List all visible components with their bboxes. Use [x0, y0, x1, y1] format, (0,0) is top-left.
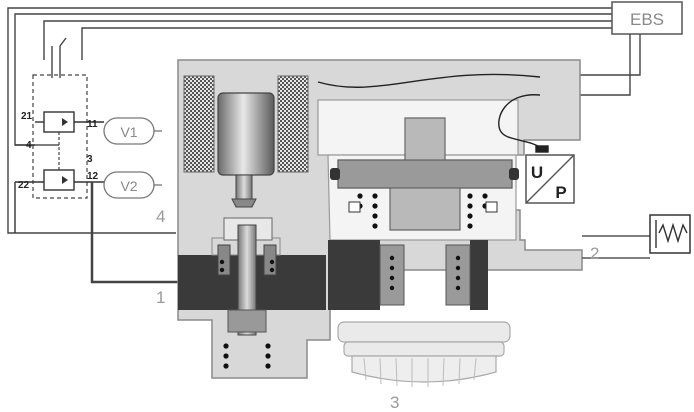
port-labels: 4 1 2 3 [156, 207, 599, 412]
ebs-label: EBS [630, 10, 664, 29]
reservoir-v1: V1 [103, 117, 162, 145]
solenoid-coils [183, 75, 309, 173]
port-22-label: 22 [18, 180, 30, 191]
port-3-number: 3 [390, 393, 399, 412]
reservoir-v2: V2 [103, 171, 162, 199]
sensor-wiring [317, 73, 549, 153]
pneumatic-line-12-to-1 [90, 182, 180, 284]
port-1-number: 1 [156, 288, 165, 307]
pressure-sensor: U P [525, 154, 575, 204]
sensor-u-label: U [531, 163, 543, 182]
sensor-p-label: P [555, 183, 566, 202]
brake-chamber [582, 214, 691, 259]
exhaust-silencer [337, 321, 511, 387]
port-12-label: 12 [87, 171, 99, 182]
port-4-label: 4 [26, 140, 32, 151]
solenoid-armature [217, 92, 275, 208]
port-2-number: 2 [590, 244, 599, 263]
relay-piston [330, 117, 519, 231]
inlet-valve-assembly [178, 217, 326, 369]
port-21-label: 21 [21, 111, 33, 122]
port-11-label: 11 [87, 119, 98, 130]
port-4-number: 4 [156, 207, 165, 226]
v1-label: V1 [120, 124, 137, 140]
ebs-controller: EBS [611, 1, 683, 35]
relay-outlet-valve [328, 240, 488, 310]
brake-value-transmitter: 21 4 22 11 3 12 [14, 37, 104, 233]
port-3-label: 3 [87, 154, 93, 165]
v2-label: V2 [120, 178, 137, 194]
